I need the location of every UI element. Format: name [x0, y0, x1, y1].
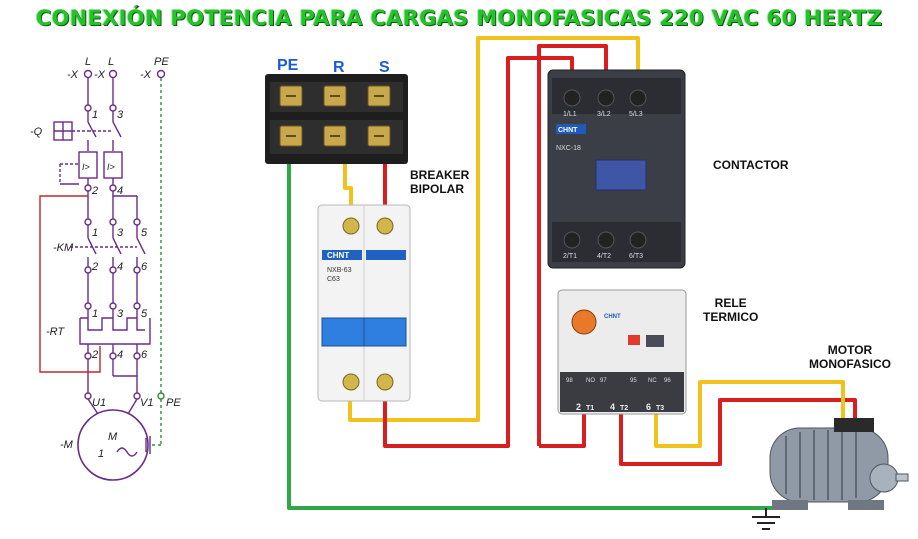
contactor-top-3: 5/L3 [629, 111, 643, 118]
schematic-text: -X L -X L -X PE -Q -KM -RT -M U1 V1 PE M… [30, 56, 181, 460]
contact-rt3: 3 [117, 308, 124, 320]
contact-q3: 3 [117, 109, 124, 121]
terminal-block [265, 74, 408, 164]
contact-rt1: 1 [92, 308, 98, 320]
supply-x1-label: -X [67, 69, 79, 81]
diagram-title: CONEXIÓN POTENCIA PARA CARGAS MONOFASICA… [35, 6, 883, 30]
motor-label-line1: MOTOR [827, 343, 873, 357]
contactor-bottom-1: 2/T1 [563, 253, 577, 260]
wire-r-yellow-out [348, 36, 640, 422]
relay-top-4: 95 [630, 378, 637, 384]
breaker-label-line1: BREAKER [410, 168, 470, 182]
motor-device [769, 418, 909, 510]
contactor-bottom-3: 6/T3 [629, 253, 643, 260]
contact-q4: 4 [117, 185, 123, 197]
km-label: -KM [53, 242, 74, 254]
schematic [39, 69, 166, 481]
contactor-brand: CHNT [558, 127, 578, 134]
contactor-label: CONTACTOR [713, 158, 789, 172]
thermal-relay-device: CHNT 98 NO 97 95 NC 96 2 T1 4 T2 6 T3 [557, 289, 687, 415]
motor-terminal-u1 [84, 392, 92, 400]
relay-top-2: NO [586, 378, 595, 384]
relay-label-line2: TERMICO [703, 310, 759, 324]
supply-l1-label: L [85, 56, 91, 68]
supply-terminal-l1 [83, 69, 93, 79]
wiring [287, 36, 857, 510]
relay-label: RELE TERMICO [703, 296, 758, 324]
relay-bottom-3: 4 [610, 402, 615, 412]
supply-terminal-pe [156, 69, 166, 79]
contact-q1: 1 [92, 109, 98, 121]
supply-l2-label: L [108, 56, 114, 68]
rt-label: -RT [46, 326, 65, 338]
supply-x3-label: -X [140, 69, 152, 81]
ground-icon [752, 508, 780, 530]
breaker-brand: CHNT [327, 251, 349, 260]
relay-bottom-6: T3 [656, 405, 664, 412]
relay-top-1: 98 [566, 378, 573, 384]
contact-km1: 1 [92, 227, 98, 239]
supply-x2-label: -X [94, 69, 106, 81]
trip-mark-2: I> [107, 162, 115, 172]
relay-bottom-2: T1 [586, 405, 594, 412]
wire-motor-red [619, 398, 857, 466]
relay-label-line1: RELE [714, 296, 747, 310]
wire-s-red-out [383, 56, 574, 448]
wire-pe-green [287, 160, 790, 510]
trip-mark-1: I> [82, 162, 90, 172]
contactor-device: CHNT NXC-18 1/L1 3/L2 5/L3 2/T1 4/T2 6/T… [547, 69, 686, 269]
motor-label-line2: MONOFASICO [808, 357, 891, 371]
terminal-label-s: S [379, 59, 390, 76]
relay-top-3: 97 [600, 378, 607, 384]
u1-label: U1 [92, 397, 106, 409]
contact-km2: 2 [91, 261, 98, 273]
relay-brand: CHNT [604, 314, 621, 320]
wire-motor-yellow [654, 380, 845, 448]
relay-bottom-4: T2 [620, 405, 628, 412]
schematic-motor-symbol [77, 409, 149, 481]
v1-label: V1 [140, 397, 153, 409]
motor-label: MOTOR MONOFASICO [800, 343, 900, 371]
contact-km6: 6 [141, 261, 148, 273]
relay-bottom-5: 6 [646, 402, 651, 412]
contact-rt4: 4 [117, 349, 123, 361]
contact-rt2: 2 [91, 349, 98, 361]
relay-top-5: NC [648, 378, 657, 384]
contactor-model: NXC-18 [556, 145, 581, 152]
contact-rt6: 6 [141, 349, 148, 361]
wire-r-yellow-in [343, 160, 353, 210]
wire-jumper-red [537, 44, 608, 446]
contact-km5: 5 [141, 227, 148, 239]
breaker-label: BREAKER BIPOLAR [410, 168, 469, 196]
supply-terminal-l2 [108, 69, 118, 79]
breaker-label-line2: BIPOLAR [410, 182, 464, 196]
contactor-top-1: 1/L1 [563, 111, 577, 118]
motor-letter: M [108, 431, 118, 443]
motor-phase: 1 [98, 448, 104, 460]
terminal-label-r: R [333, 59, 345, 76]
contact-km4: 4 [117, 261, 123, 273]
contactor-top-2: 3/L2 [597, 111, 611, 118]
relay-bottom-1: 2 [576, 402, 581, 412]
m-label: -M [60, 439, 74, 451]
breaker-model-1: NXB-63 [327, 267, 352, 274]
relay-top-6: 96 [664, 378, 671, 384]
wire-relay-t1-red [539, 410, 586, 448]
contact-q2: 2 [91, 185, 98, 197]
q-label: -Q [30, 126, 43, 138]
contact-rt5: 5 [141, 308, 148, 320]
terminal-label-pe: PE [277, 57, 299, 74]
pe-schematic-label: PE [166, 397, 181, 409]
breaker-model-2: C63 [327, 276, 340, 283]
contactor-bottom-2: 4/T2 [597, 253, 611, 260]
supply-pe-label: PE [154, 56, 169, 68]
contact-km3: 3 [117, 227, 124, 239]
breaker-device: CHNT NXB-63 C63 [317, 204, 411, 402]
pe-terminal [157, 392, 165, 400]
